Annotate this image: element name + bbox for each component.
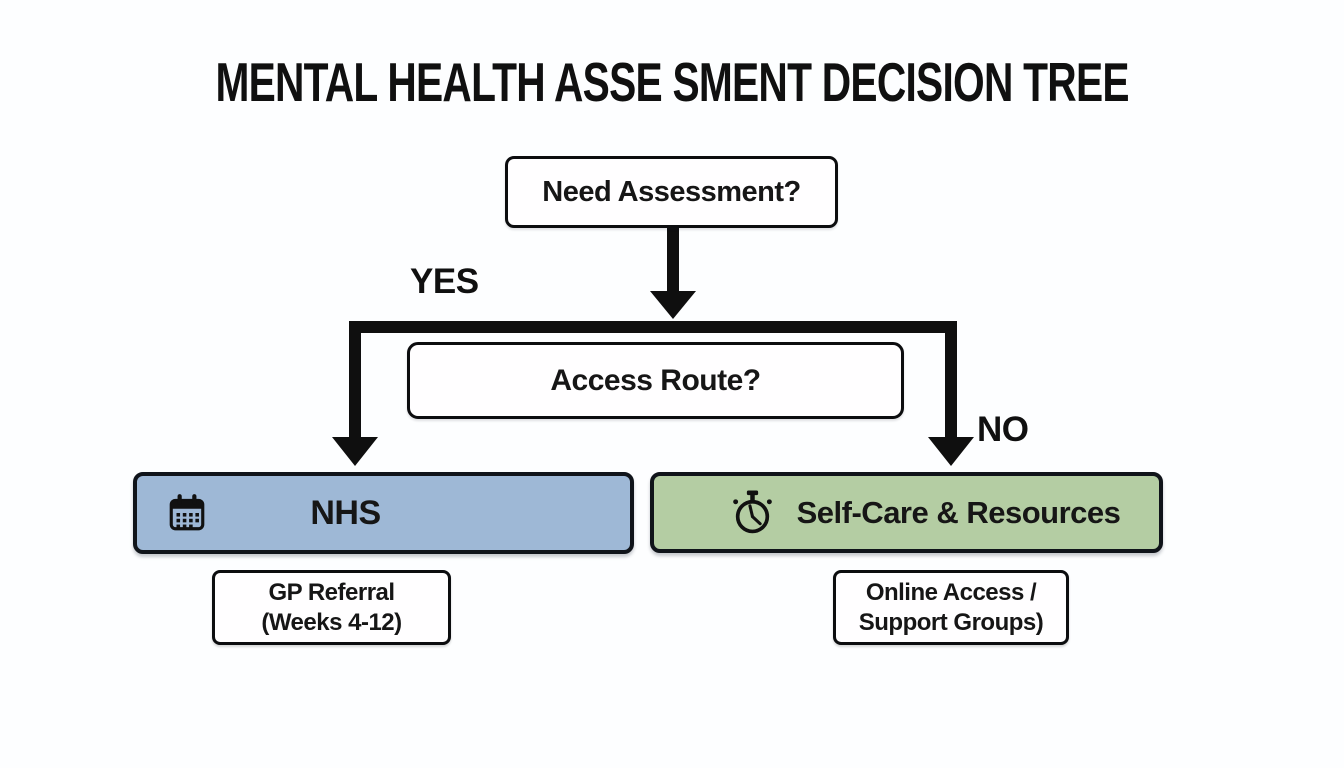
node-gp-referral-line2: (Weeks 4-12)	[261, 608, 402, 636]
node-selfcare-label: Self-Care & Resources	[796, 494, 1121, 530]
node-need-assessment-label: Need Assessment?	[542, 175, 801, 208]
node-selfcare: Self-Care & Resources	[650, 472, 1163, 553]
node-gp-referral: GP Referral (Weeks 4-12)	[212, 570, 451, 645]
branch-label-yes: YES	[410, 262, 479, 301]
node-need-assessment: Need Assessment?	[505, 156, 838, 228]
page-title: MENTAL HEALTH ASSE SMENT DECISION TREE	[0, 50, 1344, 114]
node-online-access-line1: Online Access /	[865, 579, 1037, 607]
connector-branch-bracket	[349, 321, 957, 441]
node-nhs: NHS	[133, 472, 634, 554]
arrowhead-left-icon	[332, 437, 378, 466]
node-nhs-label: NHS	[310, 493, 381, 532]
node-online-access-line2: Support Groups)	[858, 608, 1044, 636]
stopwatch-icon	[732, 490, 772, 534]
calendar-icon	[169, 494, 205, 531]
arrowhead-right-icon	[928, 437, 974, 466]
node-gp-referral-line1: GP Referral	[268, 579, 395, 607]
page-title-text: MENTAL HEALTH ASSE SMENT DECISION TREE	[215, 51, 1129, 113]
node-access-route: Access Route?	[407, 342, 904, 419]
node-access-route-label: Access Route?	[550, 363, 761, 397]
node-selfcare-content: Self-Care & Resources	[729, 489, 1121, 536]
node-online-access: Online Access / Support Groups)	[833, 570, 1069, 645]
arrowhead-center-icon	[650, 291, 696, 319]
branch-label-no: NO	[977, 410, 1029, 449]
